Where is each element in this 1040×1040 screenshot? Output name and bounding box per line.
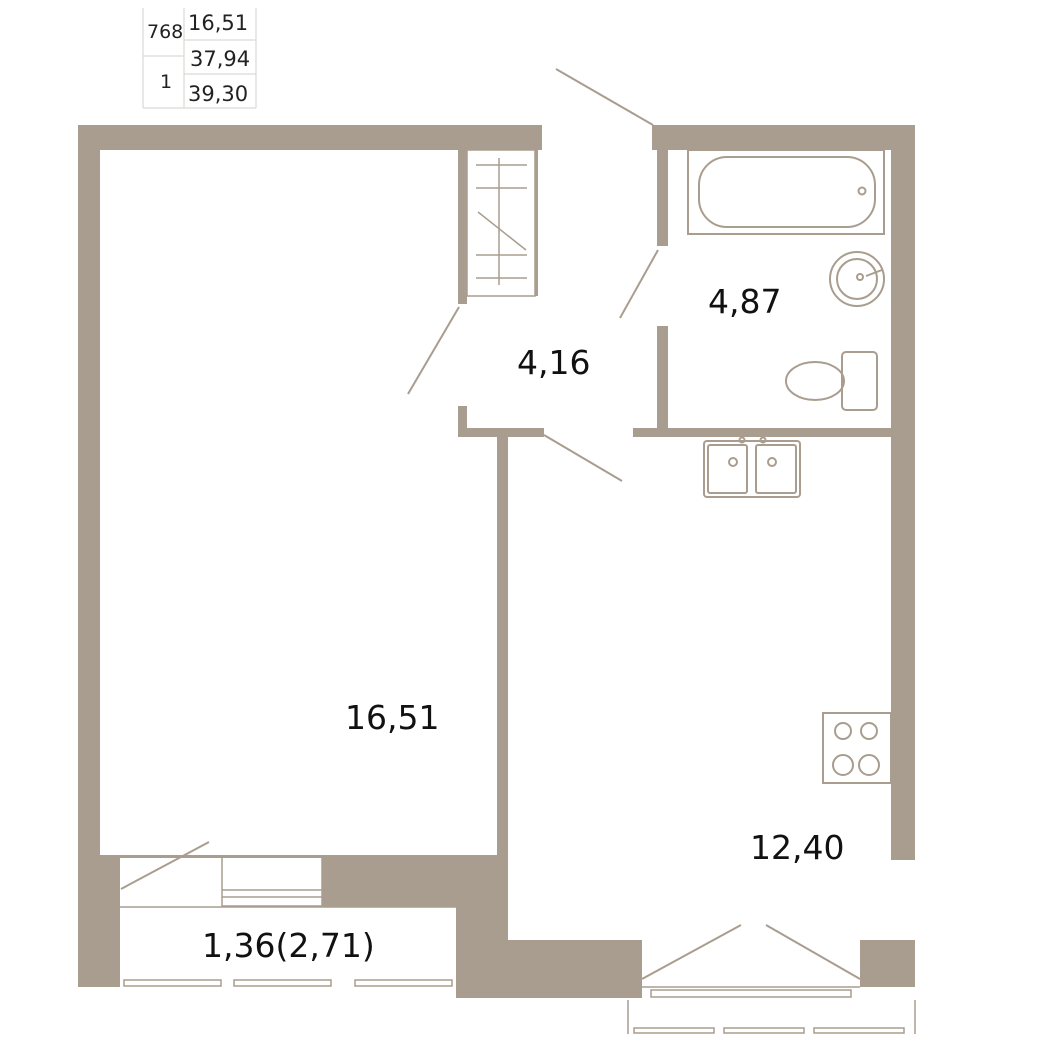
- living-area-value: 16,51: [188, 11, 248, 35]
- toilet: [785, 351, 878, 411]
- balcony-area-label: 1,36(2,71): [202, 926, 375, 965]
- washbasin: [829, 251, 885, 307]
- apartment-number: 768: [147, 21, 183, 43]
- bathroom-area-label: 4,87: [708, 282, 781, 321]
- living-room-door: [407, 306, 460, 395]
- bathroom-door: [619, 249, 659, 319]
- bathtub: [687, 149, 885, 235]
- hallway-area-label: 4,16: [517, 343, 590, 382]
- kitchen-sink: [703, 436, 801, 498]
- kitchen-area-label: 12,40: [750, 828, 844, 867]
- area-with-balcony-value: 39,30: [188, 82, 248, 106]
- walls: [78, 125, 915, 998]
- room-count: 1: [160, 71, 172, 93]
- stove: [822, 712, 892, 784]
- entrance-door: [555, 68, 654, 126]
- total-area-value: 37,94: [190, 47, 250, 71]
- kitchen-door: [543, 434, 623, 482]
- balcony-railings: [123, 979, 916, 1034]
- living-room-area-label: 16,51: [345, 698, 439, 737]
- hallway-closet: [466, 149, 536, 297]
- doors: [120, 68, 861, 998]
- info-table: 768 1 16,51 37,94 39,30: [142, 8, 257, 109]
- balcony-door: [120, 841, 210, 890]
